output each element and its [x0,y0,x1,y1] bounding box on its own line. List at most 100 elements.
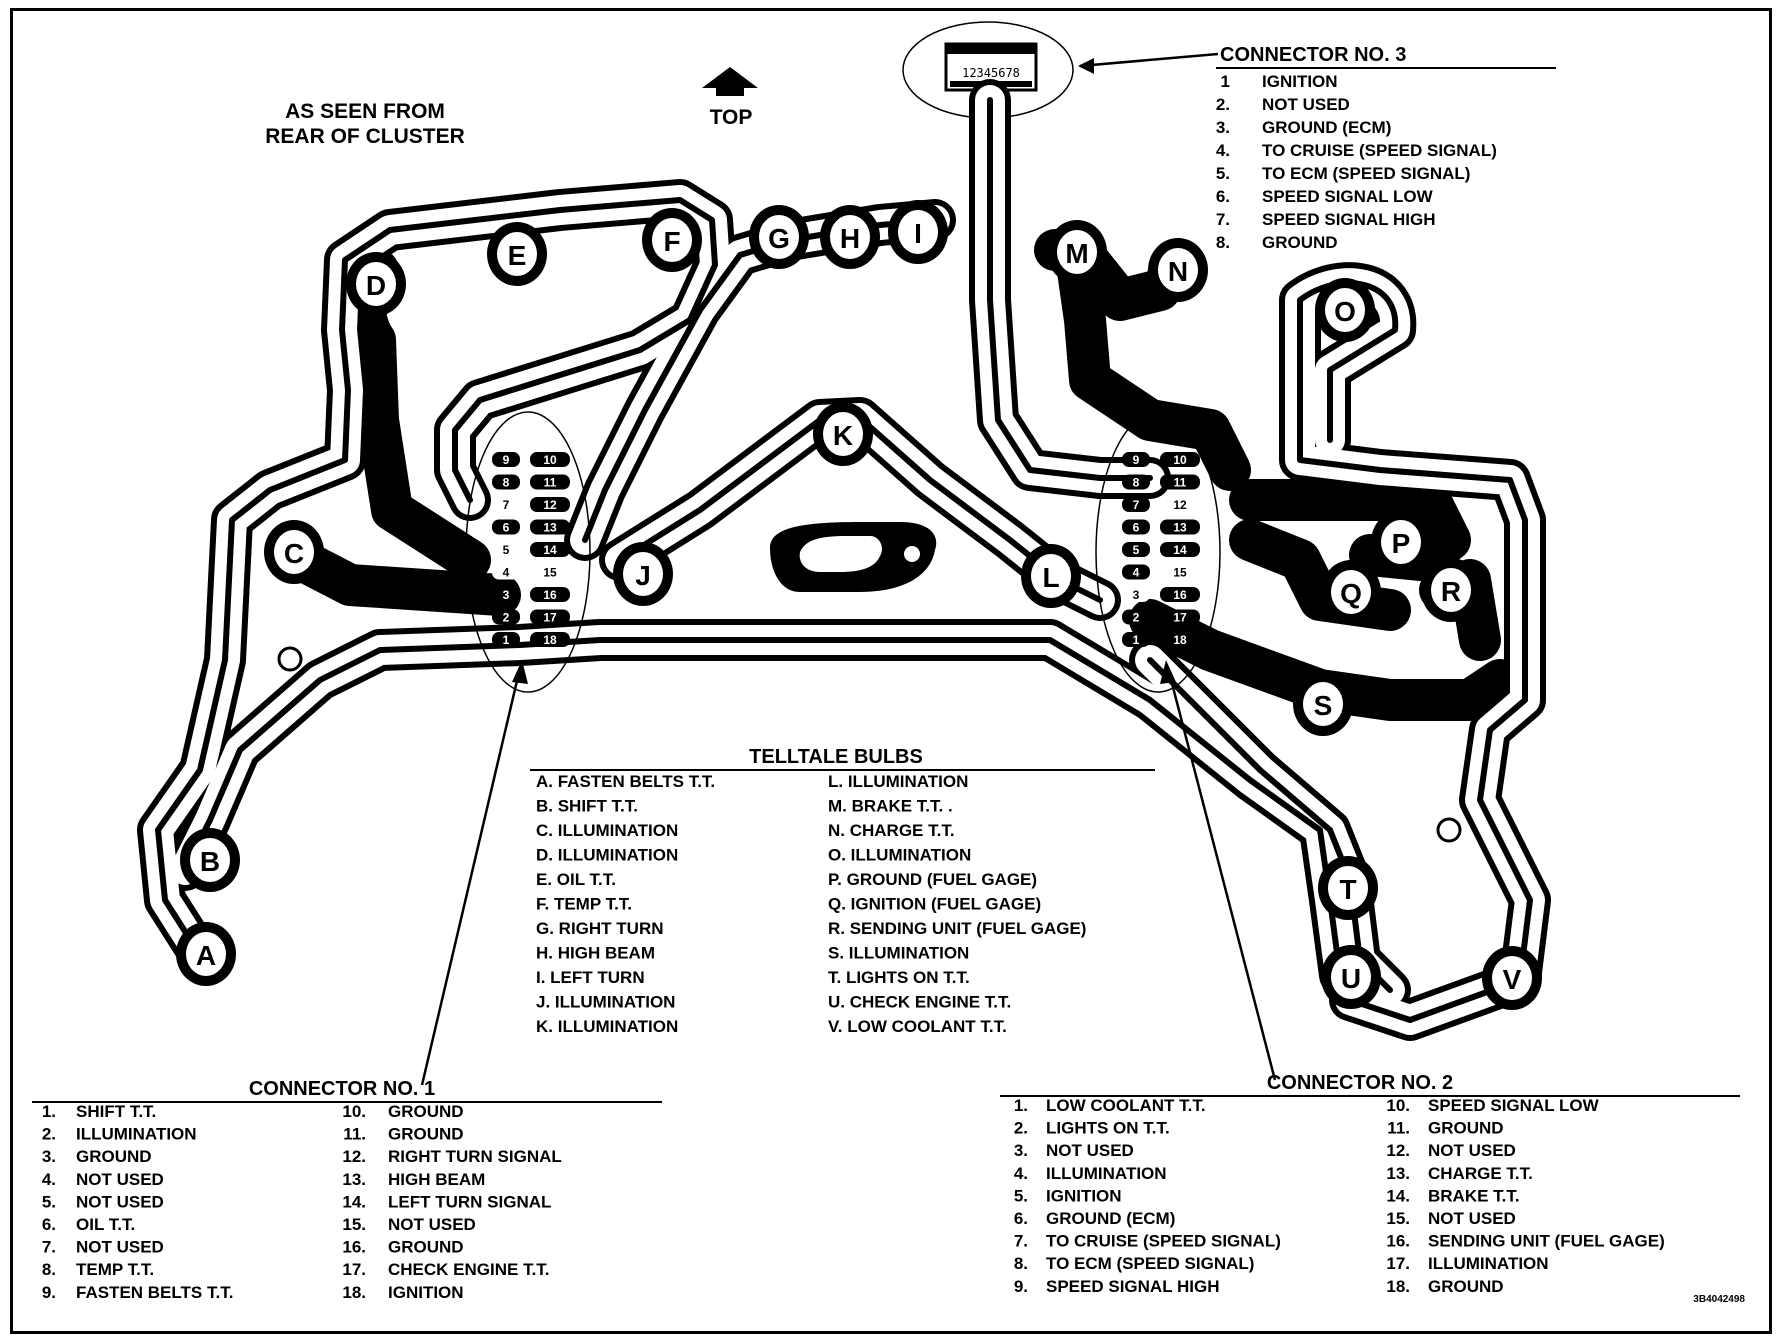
c1-pad [530,519,570,535]
telltale-item: P. GROUND (FUEL GAGE) [828,870,1037,889]
bulb-letter-r: R [1441,576,1461,607]
bulb-letter-a: A [196,940,216,971]
connector1-pin-label: CHECK ENGINE T.T. [388,1260,550,1279]
c2-pad-number: 13 [1173,521,1187,535]
connector1-pin-list: 1.SHIFT T.T.2.ILLUMINATION3.GROUND4.NOT … [42,1102,562,1302]
connector2-pin-number: 14. [1386,1186,1410,1205]
connector3-pin-number: 6. [1216,187,1230,206]
telltale-item: H. HIGH BEAM [536,944,655,963]
connector1-pin-label: GROUND [388,1102,464,1121]
bulb-socket-center [186,932,226,976]
c2-pad-number: 1 [1133,633,1140,647]
connector2-pin-label: NOT USED [1428,1141,1516,1160]
bulb-socket-center [652,218,692,262]
telltale-item: K. ILLUMINATION [536,1017,678,1036]
c1-pad [492,452,520,467]
c1-pad [492,474,520,490]
c2-pad [1160,452,1200,467]
connector2-pin-label: IGNITION [1046,1186,1122,1205]
bulb-socket-center [190,838,230,882]
connector2-pin-number: 18. [1386,1277,1410,1296]
c1-pad-number: 15 [543,566,557,580]
bulb-socket-center [497,232,537,276]
c2-pad-number: 4 [1133,566,1140,580]
c1-pad [492,564,520,580]
connector1-pin-label: OIL T.T. [76,1215,135,1234]
connector1-pin-number: 2. [42,1125,56,1144]
c2-pad [1160,564,1200,580]
telltale-item: Q. IGNITION (FUEL GAGE) [828,895,1041,914]
c1-pad-number: 10 [543,453,557,467]
connector2-pin-label: TO ECM (SPEED SIGNAL) [1046,1254,1254,1273]
c2-pad [1122,452,1150,467]
bulb-letter-c: C [284,538,304,569]
connector3-pin-label: NOT USED [1262,95,1350,114]
c2-pad-number: 11 [1174,476,1187,490]
bulb-letter-n: N [1168,256,1188,287]
c1-pad-number: 13 [543,521,557,535]
telltale-item: D. ILLUMINATION [536,846,678,865]
c2-pad-number: 14 [1173,543,1187,557]
c1-pad [492,609,520,625]
connector2-pin-label: GROUND [1428,1277,1504,1296]
connector2-pin-number: 10. [1386,1096,1410,1115]
connector1-pin-number: 16. [342,1238,366,1257]
c2-pad-number: 17 [1173,611,1187,625]
bulb-letter-b: B [200,846,220,877]
bulb-socket-center [1492,956,1532,1000]
c2-pad [1160,587,1200,602]
telltale-item: C. ILLUMINATION [536,821,678,840]
connector2-pin-number: 2. [1014,1119,1028,1138]
connector2-pin-label: GROUND (ECM) [1046,1209,1175,1228]
bulb-socket-center [1057,230,1097,274]
connector1-pin-number: 14. [342,1192,366,1211]
connector2-pin-number: 8. [1014,1254,1028,1273]
c1-pad [530,452,570,467]
connector2-pin-label: NOT USED [1428,1209,1516,1228]
top-label: TOP [710,106,753,129]
bulb-socket-center [830,215,870,259]
connector1-pin-label: GROUND [388,1125,464,1144]
c1-pad-number: 12 [543,498,557,512]
c1-pad [492,632,520,647]
c2-pad-number: 8 [1133,476,1140,490]
connector1-pin-number: 17. [342,1260,366,1279]
bulb-socket-center [823,412,863,456]
connector1-pin-label: LEFT TURN SIGNAL [388,1192,551,1211]
bulb-letter-q: Q [1340,578,1362,609]
connector2-pin-label: TO CRUISE (SPEED SIGNAL) [1046,1232,1281,1251]
connector3-pin-label: GROUND (ECM) [1262,118,1391,137]
connector2-leader [1160,660,1277,1081]
bulb-socket-center [1325,288,1365,332]
telltale-item: O. ILLUMINATION [828,846,971,865]
c2-pad [1122,474,1150,490]
telltale-item: S. ILLUMINATION [828,944,969,963]
mounting-hole-right [1436,817,1462,843]
c1-pad [530,564,570,580]
connector2-pin-number: 6. [1014,1209,1028,1228]
connector3-pin-label: SPEED SIGNAL LOW [1262,187,1434,206]
telltale-item: B. SHIFT T.T. [536,797,638,816]
connector2-pin-label: ILLUMINATION [1046,1164,1167,1183]
telltale-item: U. CHECK ENGINE T.T. [828,993,1011,1012]
connector1-pin-label: NOT USED [76,1170,164,1189]
connector1-pin-number: 15. [342,1215,366,1234]
connector1-pin-label: IGNITION [388,1283,464,1302]
c2-pad-number: 6 [1133,521,1140,535]
connector3-pin-label: SPEED SIGNAL HIGH [1262,210,1436,229]
telltale-item: L. ILLUMINATION [828,772,968,791]
c2-pad-number: 18 [1173,633,1187,647]
bulb-socket-center [1331,570,1371,614]
c2-pad-number: 3 [1133,588,1140,602]
telltale-item: V. LOW COOLANT T.T. [828,1017,1007,1036]
c1-pad [530,497,570,512]
connector1-pin-number: 13. [342,1170,366,1189]
connector2-pin-label: NOT USED [1046,1141,1134,1160]
c1-pad [492,497,520,512]
bulb-letter-l: L [1042,562,1059,593]
c2-pad-number: 12 [1173,498,1187,512]
connector2-pin-number: 16. [1386,1232,1410,1251]
connector3-title: CONNECTOR NO. 3 [1220,44,1406,66]
bulb-socket-center [356,262,396,306]
